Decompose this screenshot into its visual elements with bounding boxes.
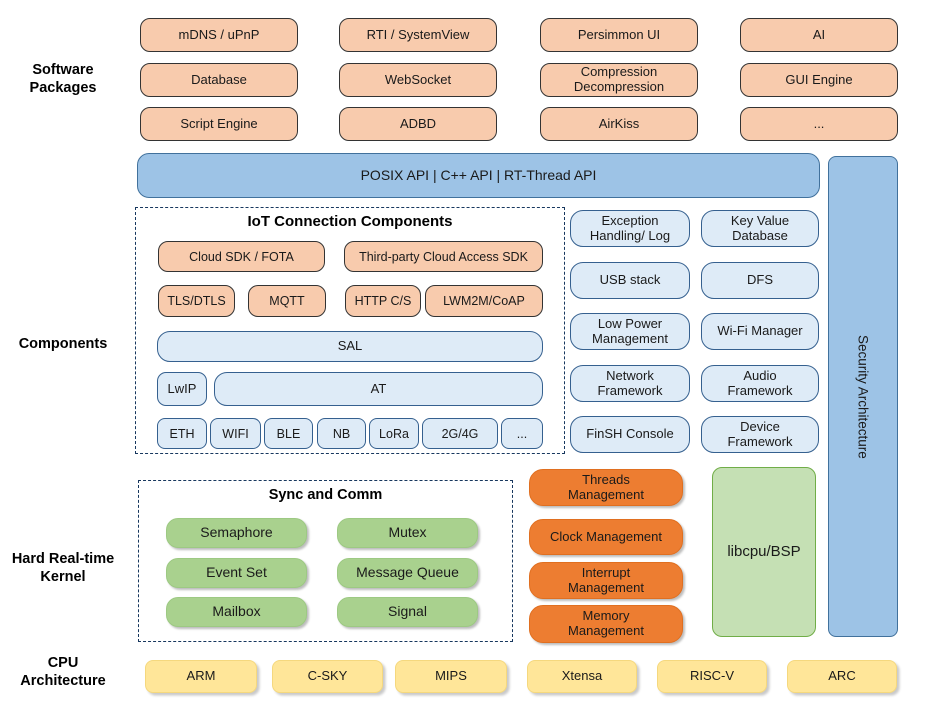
iot-phy-more: ...: [501, 418, 543, 449]
iot-tls-dtls: TLS/DTLS: [158, 285, 235, 317]
package-adbd: ADBD: [339, 107, 497, 141]
iot-phy-2g-4g: 2G/4G: [422, 418, 498, 449]
iot-mqtt: MQTT: [248, 285, 326, 317]
kernel-signal: Signal: [337, 597, 478, 627]
kernel-interrupt-management: Interrupt Management: [529, 562, 683, 599]
iot-lwip: LwIP: [157, 372, 207, 406]
component-device-framework: Device Framework: [701, 416, 819, 453]
iot-connection-components-group: [135, 207, 565, 454]
sync-and-comm-title: Sync and Comm: [268, 487, 383, 503]
cpu-mips: MIPS: [395, 660, 507, 693]
component-wifi-manager: Wi-Fi Manager: [701, 313, 819, 350]
iot-third-party-cloud-access-sdk: Third-party Cloud Access SDK: [344, 241, 543, 272]
package-more: ...: [740, 107, 898, 141]
component-finsh-console: FinSH Console: [570, 416, 690, 453]
package-rti-systemview: RTI / SystemView: [339, 18, 497, 52]
api-bar: POSIX API | C++ API | RT-Thread API: [137, 153, 820, 198]
iot-http-cs: HTTP C/S: [345, 285, 421, 317]
package-ai: AI: [740, 18, 898, 52]
kernel-mailbox: Mailbox: [166, 597, 307, 627]
iot-at: AT: [214, 372, 543, 406]
security-architecture-bar: Security Architecture: [828, 156, 898, 637]
iot-phy-wifi: WIFI: [210, 418, 261, 449]
package-script-engine: Script Engine: [140, 107, 298, 141]
iot-phy-lora: LoRa: [369, 418, 419, 449]
iot-sal: SAL: [157, 331, 543, 362]
kernel-libcpu-bsp: libcpu/BSP: [712, 467, 816, 637]
sync-and-comm-group: [138, 480, 513, 642]
kernel-memory-management: Memory Management: [529, 605, 683, 643]
kernel-semaphore: Semaphore: [166, 518, 307, 548]
package-websocket: WebSocket: [339, 63, 497, 97]
section-label-kernel: Hard Real-time Kernel: [11, 551, 115, 585]
component-dfs: DFS: [701, 262, 819, 299]
kernel-threads-management: Threads Management: [529, 469, 683, 506]
kernel-clock-management: Clock Management: [529, 519, 683, 555]
package-database: Database: [140, 63, 298, 97]
iot-cloud-sdk-fota: Cloud SDK / FOTA: [158, 241, 325, 272]
package-compression-decompression: Compression Decompression: [540, 63, 698, 97]
component-usb-stack: USB stack: [570, 262, 690, 299]
package-persimmon-ui: Persimmon UI: [540, 18, 698, 52]
section-label-components: Components: [18, 336, 108, 352]
cpu-arc: ARC: [787, 660, 897, 693]
cpu-xtensa: Xtensa: [527, 660, 637, 693]
kernel-mutex: Mutex: [337, 518, 478, 548]
kernel-message-queue: Message Queue: [337, 558, 478, 588]
cpu-arm: ARM: [145, 660, 257, 693]
iot-connection-components-title: IoT Connection Components: [247, 213, 453, 230]
iot-phy-nb: NB: [317, 418, 366, 449]
package-airkiss: AirKiss: [540, 107, 698, 141]
iot-phy-eth: ETH: [157, 418, 207, 449]
cpu-c-sky: C-SKY: [272, 660, 383, 693]
section-label-software-packages: Software Packages: [29, 62, 97, 96]
section-label-cpu: CPU Architecture: [20, 655, 106, 689]
component-network-framework: Network Framework: [570, 365, 690, 402]
component-low-power-management: Low Power Management: [570, 313, 690, 350]
iot-phy-ble: BLE: [264, 418, 313, 449]
component-key-value-database: Key Value Database: [701, 210, 819, 247]
package-gui-engine: GUI Engine: [740, 63, 898, 97]
package-mdns-upnp: mDNS / uPnP: [140, 18, 298, 52]
component-audio-framework: Audio Framework: [701, 365, 819, 402]
cpu-risc-v: RISC-V: [657, 660, 767, 693]
component-exception-handling-log: Exception Handling/ Log: [570, 210, 690, 247]
iot-lwm2m-coap: LWM2M/CoAP: [425, 285, 543, 317]
kernel-event-set: Event Set: [166, 558, 307, 588]
